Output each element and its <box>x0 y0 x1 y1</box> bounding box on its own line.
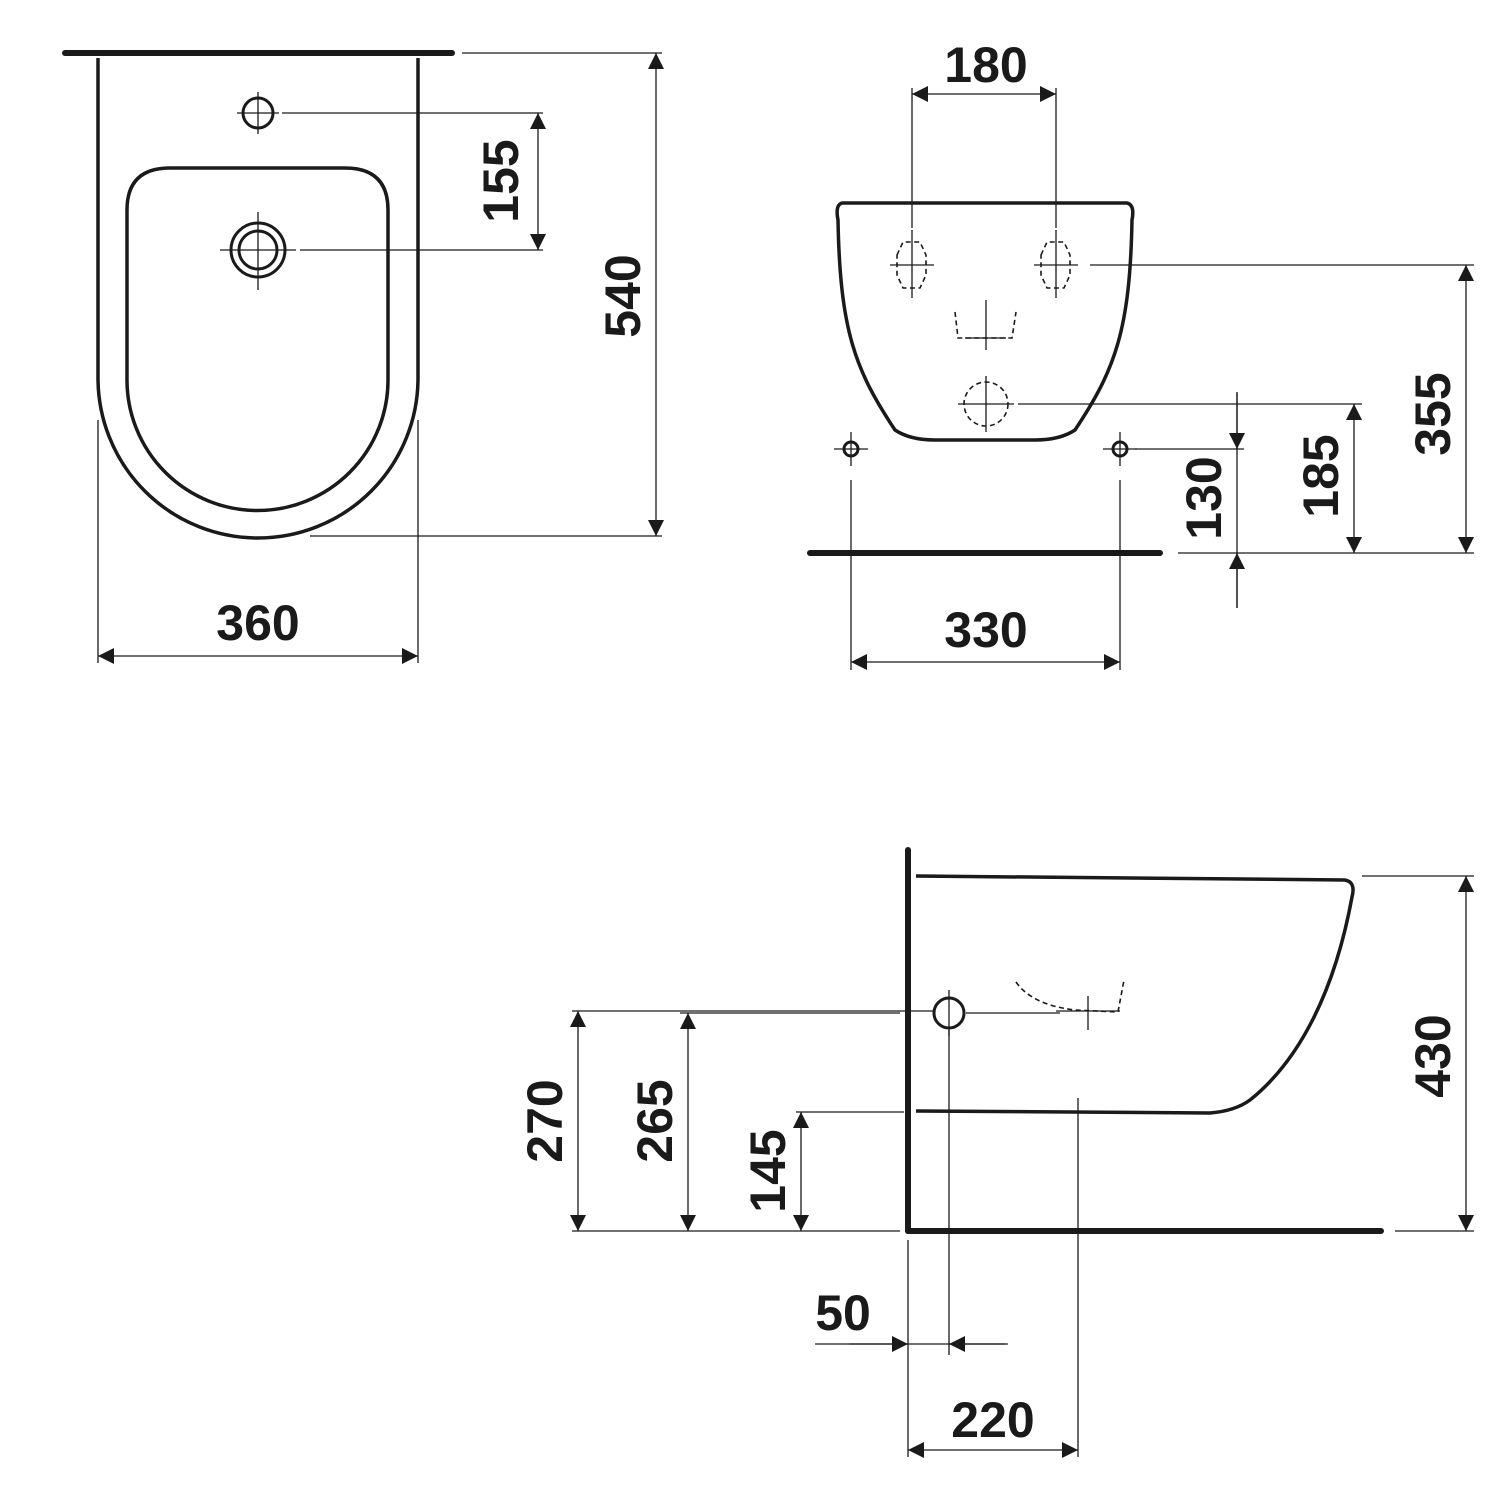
dimension-130-label: 130 <box>1176 456 1232 539</box>
dimension-270-label: 270 <box>517 1079 573 1162</box>
dimension-145-label: 145 <box>740 1129 796 1212</box>
inlet-connection <box>954 300 1017 350</box>
top-view: 155 540 360 <box>62 50 664 664</box>
dimension-220-label: 220 <box>951 1392 1034 1448</box>
top-view-outline <box>96 58 420 540</box>
side-view-outline <box>915 874 1355 1115</box>
dimension-540-label: 540 <box>595 254 651 337</box>
side-inlet-hole <box>932 990 966 1036</box>
dimension-360-label: 360 <box>216 595 299 651</box>
dimension-355-label: 355 <box>1405 372 1461 455</box>
dimension-430-label: 430 <box>1405 1014 1461 1097</box>
side-view: 430 270 265 145 50 220 <box>517 847 1474 1458</box>
waste-hole <box>220 212 296 290</box>
dimension-185-label: 185 <box>1293 434 1349 517</box>
waste-outlet <box>958 376 1014 432</box>
dimension-330-label: 330 <box>944 602 1027 658</box>
front-view-outline <box>835 201 1135 442</box>
fixing-hole-right <box>1034 230 1078 298</box>
top-view-bowl <box>125 166 390 513</box>
dimension-180-label: 180 <box>944 37 1027 93</box>
tap-hole <box>237 92 279 134</box>
internal-trap <box>1015 979 1125 1030</box>
bolt-hole-left <box>834 432 868 466</box>
fixing-hole-left <box>890 230 934 298</box>
dimension-50-label: 50 <box>815 1285 871 1341</box>
bolt-hole-right <box>1103 432 1137 466</box>
front-view: 180 330 355 185 130 <box>807 37 1474 670</box>
dimension-155-label: 155 <box>473 139 529 222</box>
dimension-265-label: 265 <box>627 1079 683 1162</box>
